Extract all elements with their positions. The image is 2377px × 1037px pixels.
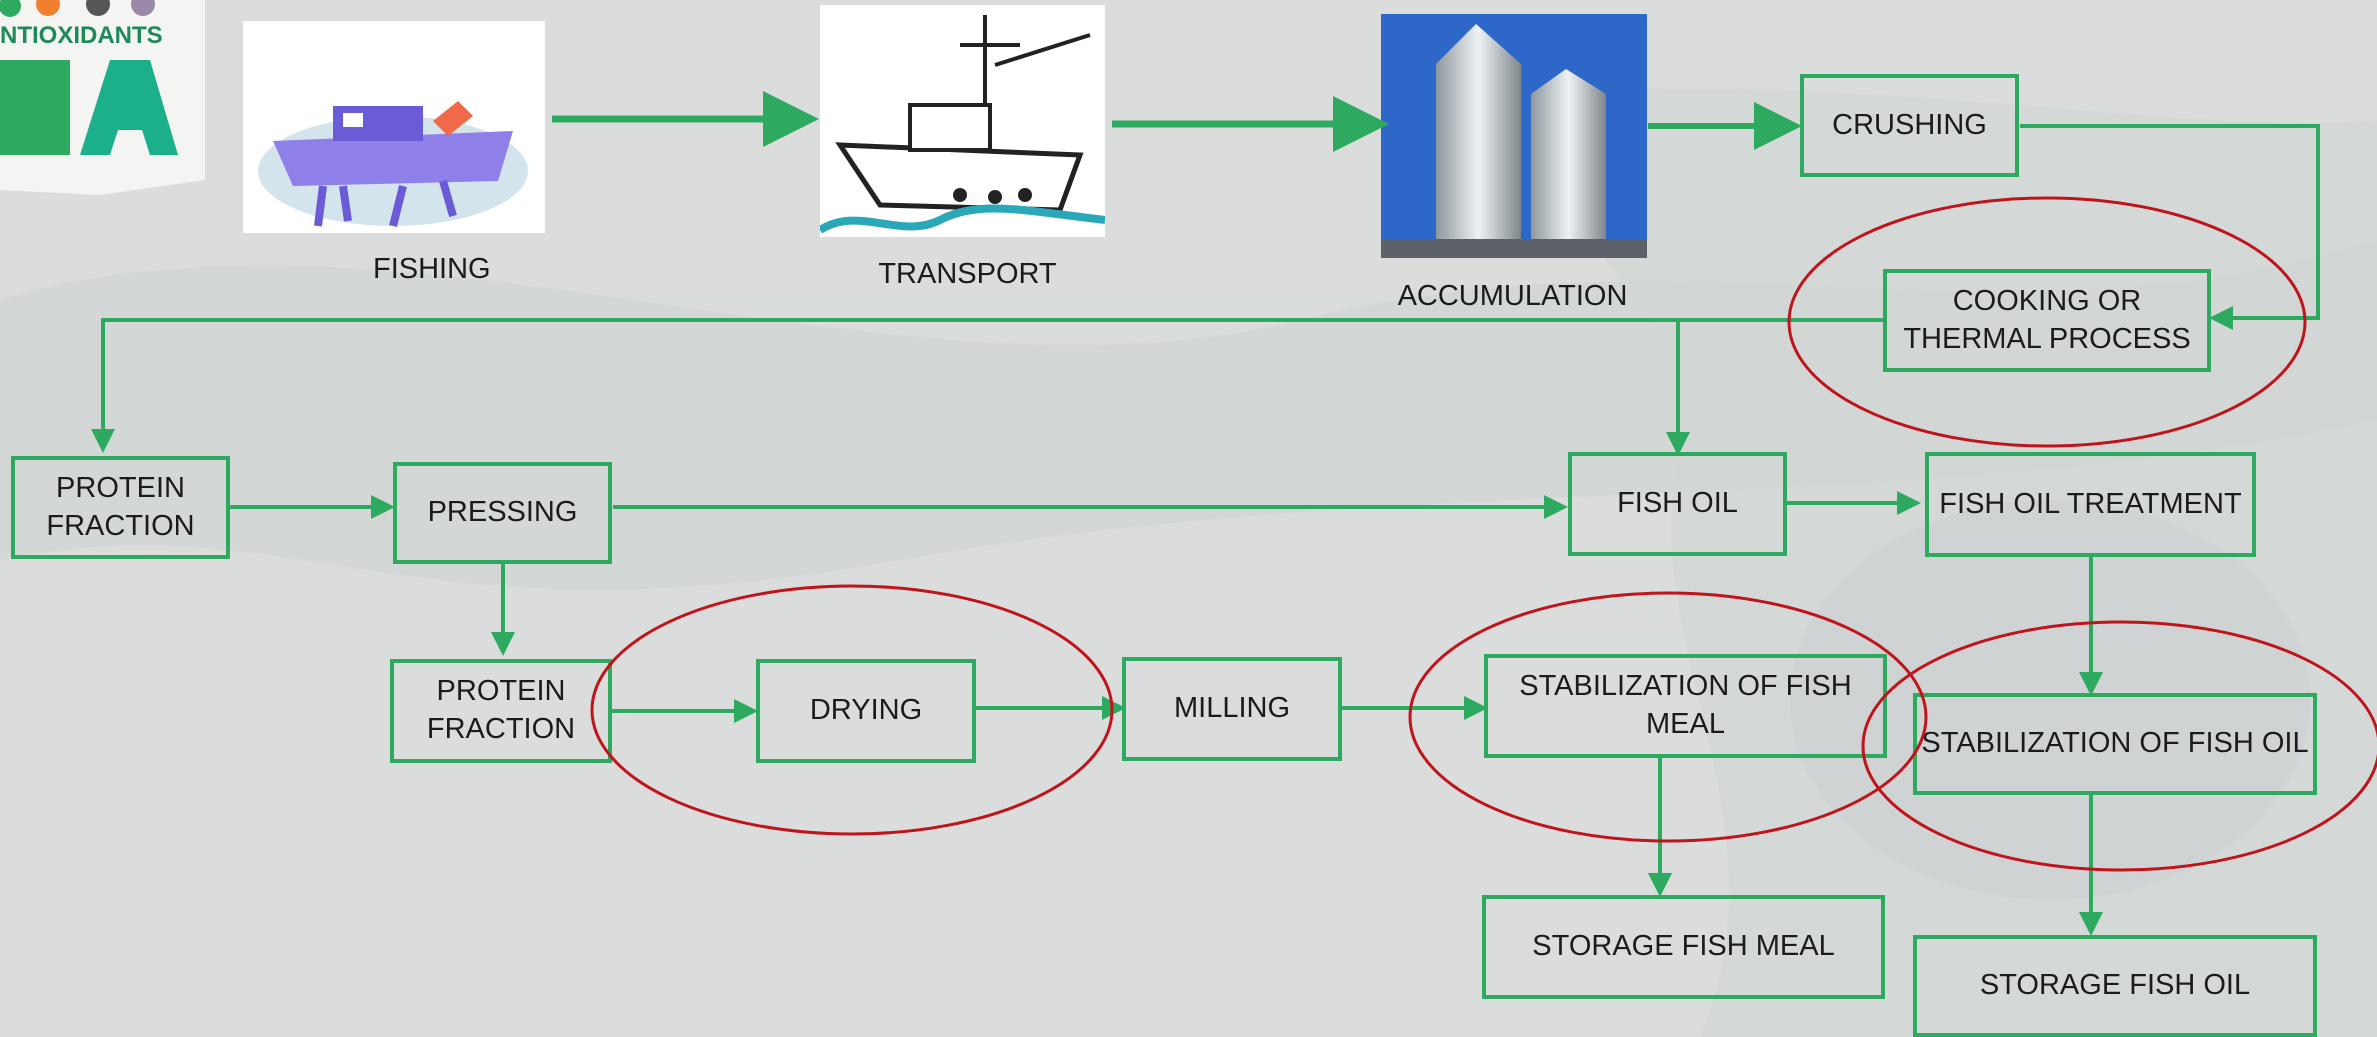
step-stabilization-oil: STABILIZATION OF FISH OIL (1913, 693, 2317, 795)
fishing-image (243, 21, 545, 233)
step-cooking-label: COOKING OR THERMAL PROCESS (1903, 284, 2191, 355)
step-drying: DRYING (756, 659, 976, 763)
fishing-boat-icon (258, 101, 528, 227)
accumulation-caption: ACCUMULATION (1397, 280, 1628, 312)
arrow-cooking-protein (91, 318, 1883, 453)
step-storage-meal-label: STORAGE FISH MEAL (1532, 930, 1835, 963)
step-storage-oil-label: STORAGE FISH OIL (1979, 969, 2251, 1002)
step-stabilization-oil-label: STABILIZATION OF FISH OIL (1921, 727, 2309, 760)
step-drying-label: DRYING (809, 694, 923, 727)
transport-caption: TRANSPORT (878, 258, 1057, 290)
step-storage-meal: STORAGE FISH MEAL (1482, 895, 1885, 999)
transport-image (820, 5, 1105, 237)
step-storage-oil: STORAGE FISH OIL (1913, 935, 2317, 1037)
step-protein-fraction-2: PROTEIN FRACTION (390, 659, 612, 763)
step-fish-oil: FISH OIL (1568, 452, 1787, 556)
logo-text: NTIOXIDANTS (0, 22, 163, 49)
step-protein-fraction-1: PROTEIN FRACTION (11, 456, 230, 559)
step-protein-fraction-2-label: PROTEIN FRACTION (426, 675, 576, 745)
step-crushing: CRUSHING (1800, 74, 2019, 177)
fishing-caption: FISHING (373, 253, 491, 285)
step-milling-label: MILLING (1173, 692, 1291, 725)
step-fish-oil-label: FISH OIL (1617, 487, 1738, 520)
step-crushing-label: CRUSHING (1832, 108, 1987, 141)
step-pressing-label: PRESSING (427, 496, 578, 529)
step-milling: MILLING (1122, 657, 1342, 761)
accumulation-image (1381, 14, 1647, 258)
step-protein-fraction-1-label: PROTEIN FRACTION (46, 471, 195, 542)
step-pressing: PRESSING (393, 462, 612, 564)
step-fish-oil-treatment: FISH OIL TREATMENT (1925, 452, 2256, 557)
logo: NTIOXIDANTS (0, 0, 205, 195)
step-fish-oil-treatment-label: FISH OIL TREATMENT (1939, 487, 2242, 520)
step-stabilization-meal-label: STABILIZATION OF FISH MEAL (1519, 670, 1852, 740)
trawler-icon (820, 15, 1105, 234)
step-cooking: COOKING OR THERMAL PROCESS (1883, 269, 2211, 372)
logo-graphic (0, 0, 205, 195)
step-stabilization-meal: STABILIZATION OF FISH MEAL (1484, 654, 1887, 758)
silos-icon (1381, 24, 1647, 258)
